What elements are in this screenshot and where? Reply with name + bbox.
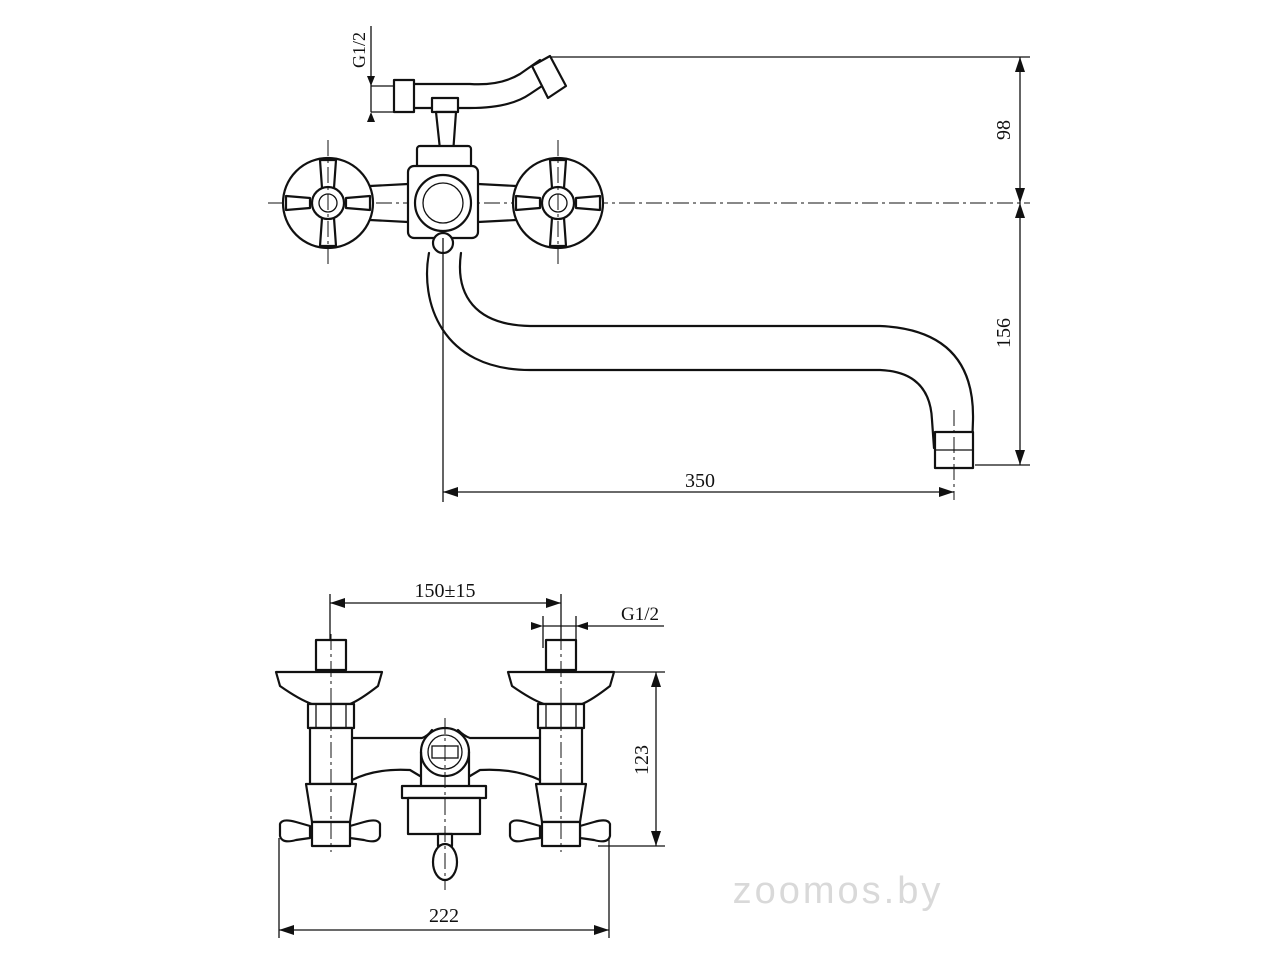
dimension-350-label: 350: [685, 470, 715, 492]
left-escutcheon: [274, 670, 384, 706]
arrow: [1015, 57, 1025, 72]
right-handle-wing: [578, 819, 612, 843]
diverter-housing: [415, 144, 473, 170]
shower-arm: [412, 80, 550, 110]
body-bar-bottom: [350, 768, 542, 782]
arrow: [443, 487, 458, 497]
left-handle-arm: [344, 194, 372, 212]
spout-outer-edge: [425, 251, 936, 450]
arrow: [367, 76, 375, 86]
arrow: [1015, 188, 1025, 203]
arrow: [939, 487, 954, 497]
left-connector: [368, 182, 410, 224]
dimension-222-label: 222: [429, 905, 459, 927]
shower-arm: [412, 58, 542, 86]
arrow: [546, 598, 561, 608]
dimension-156-label: 156: [993, 318, 1015, 348]
spout-swivel-body: [406, 796, 482, 836]
arrow: [594, 925, 609, 935]
right-handle-arm: [514, 194, 542, 212]
central-diverter-inner: [427, 734, 463, 770]
diverter-cap: [430, 96, 460, 114]
watermark-text: zoomos.by: [733, 870, 944, 912]
arrow: [330, 598, 345, 608]
thread-label-top: G1/2: [349, 32, 369, 68]
shower-outlet-nut: [392, 78, 416, 114]
left-handle-wing: [348, 819, 382, 843]
arrow: [651, 672, 661, 687]
spout-collar: [400, 784, 488, 800]
right-handle-arm: [574, 194, 602, 212]
right-handle-wing: [508, 819, 542, 843]
central-body-inner-ring: [422, 182, 464, 224]
left-handle-wing: [278, 819, 312, 843]
thread-label-front: G1/2: [621, 604, 659, 625]
dimension-98-label: 98: [993, 120, 1015, 140]
arrow: [576, 622, 588, 630]
left-handle-arm: [284, 194, 312, 212]
right-connector: [476, 182, 518, 224]
arrow: [1015, 450, 1025, 465]
arrow: [531, 622, 543, 630]
arrow: [367, 112, 375, 122]
spout-inner-edge: [458, 251, 975, 450]
arrow: [651, 831, 661, 846]
dimension-123-label: 123: [631, 745, 653, 775]
central-body-sides: [419, 750, 471, 788]
arrow: [279, 925, 294, 935]
dimension-150-label: 150±15: [415, 580, 476, 602]
arrow: [1015, 203, 1025, 218]
front-view: 150±15 G1/2 123 222: [274, 580, 665, 938]
shower-holder: [530, 54, 568, 100]
top-view: 98 156 G1/2: [268, 26, 1030, 502]
